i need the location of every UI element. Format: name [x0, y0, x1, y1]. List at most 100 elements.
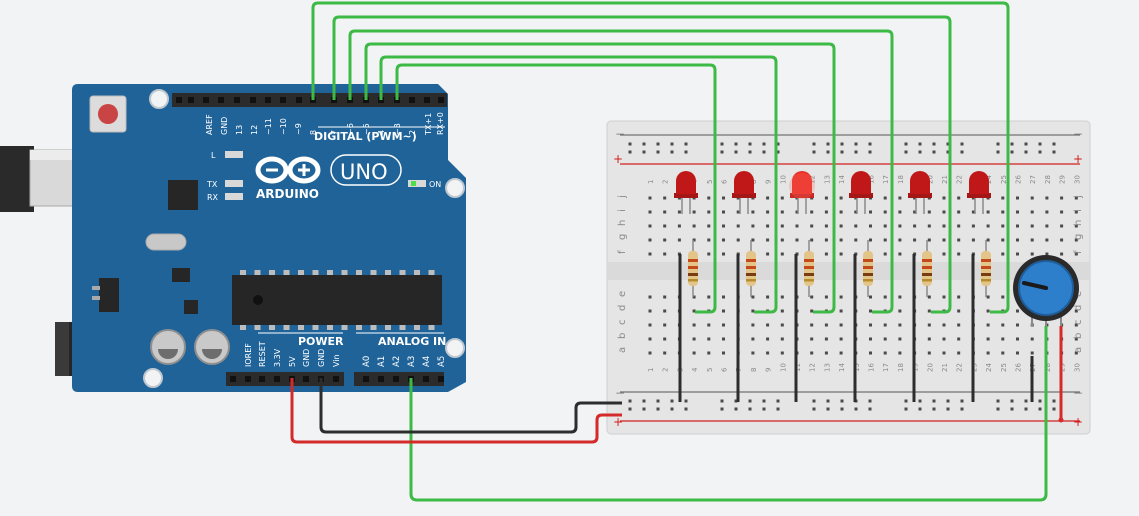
rail-hole[interactable] [642, 407, 646, 411]
breadboard-hole[interactable] [780, 196, 784, 200]
rail-hole[interactable] [748, 150, 752, 154]
breadboard-hole[interactable] [986, 351, 990, 355]
breadboard-hole[interactable] [722, 224, 725, 228]
breadboard-hole[interactable] [1030, 252, 1034, 256]
breadboard-hole[interactable] [692, 351, 696, 355]
breadboard-hole[interactable] [957, 323, 961, 327]
breadboard-hole[interactable] [1060, 224, 1064, 228]
breadboard-hole[interactable] [869, 323, 872, 327]
rail-hole[interactable] [762, 399, 766, 403]
rail-hole[interactable] [720, 407, 724, 411]
breadboard-hole[interactable] [707, 351, 711, 355]
breadboard-hole[interactable] [810, 210, 814, 214]
breadboard-hole[interactable] [810, 309, 814, 313]
breadboard-hole[interactable] [648, 337, 652, 341]
breadboard-hole[interactable] [1016, 351, 1019, 355]
rail-hole[interactable] [840, 399, 844, 403]
header-pin[interactable] [245, 376, 251, 382]
breadboard-hole[interactable] [869, 224, 872, 228]
breadboard-hole[interactable] [648, 323, 652, 327]
led-4[interactable] [849, 171, 873, 214]
breadboard-hole[interactable] [839, 323, 843, 327]
rail-hole[interactable] [656, 399, 660, 403]
rail-hole[interactable] [904, 399, 908, 403]
breadboard-hole[interactable] [780, 351, 784, 355]
breadboard-hole[interactable] [648, 224, 652, 228]
breadboard-hole[interactable] [942, 337, 946, 341]
rail-hole[interactable] [918, 407, 922, 411]
rail-hole[interactable] [826, 150, 830, 154]
breadboard-hole[interactable] [869, 238, 872, 242]
breadboard-hole[interactable] [722, 252, 725, 256]
rail-hole[interactable] [840, 407, 844, 411]
breadboard-hole[interactable] [707, 252, 711, 256]
breadboard-hole[interactable] [839, 238, 843, 242]
breadboard-hole[interactable] [751, 351, 755, 355]
breadboard-hole[interactable] [883, 351, 887, 355]
header-pin[interactable] [280, 97, 286, 103]
rail-hole[interactable] [918, 150, 922, 154]
rail-hole[interactable] [670, 142, 674, 146]
breadboard-hole[interactable] [942, 196, 946, 200]
breadboard-hole[interactable] [810, 238, 814, 242]
breadboard-hole[interactable] [898, 252, 902, 256]
rail-hole[interactable] [734, 407, 738, 411]
breadboard-hole[interactable] [927, 295, 931, 299]
breadboard-hole[interactable] [648, 238, 652, 242]
breadboard-hole[interactable] [854, 224, 858, 228]
breadboard-hole[interactable] [780, 337, 784, 341]
breadboard-hole[interactable] [824, 351, 828, 355]
breadboard-hole[interactable] [986, 323, 990, 327]
breadboard-hole[interactable] [751, 295, 755, 299]
breadboard-hole[interactable] [942, 351, 946, 355]
breadboard-hole[interactable] [707, 210, 711, 214]
rail-hole[interactable] [1038, 399, 1042, 403]
resistor-1[interactable] [688, 240, 698, 297]
breadboard-hole[interactable] [927, 309, 931, 313]
rail-hole[interactable] [642, 399, 646, 403]
header-pin[interactable] [218, 97, 224, 103]
rail-hole[interactable] [684, 150, 688, 154]
breadboard-hole[interactable] [780, 295, 784, 299]
breadboard-hole[interactable] [707, 323, 711, 327]
rail-hole[interactable] [628, 142, 632, 146]
led-1[interactable] [674, 171, 698, 214]
rail-hole[interactable] [996, 150, 1000, 154]
breadboard-hole[interactable] [1074, 337, 1078, 341]
breadboard-hole[interactable] [1016, 224, 1019, 228]
breadboard-hole[interactable] [692, 337, 696, 341]
breadboard-hole[interactable] [722, 323, 725, 327]
rail-hole[interactable] [642, 142, 646, 146]
breadboard-hole[interactable] [751, 309, 755, 313]
breadboard-hole[interactable] [898, 323, 902, 327]
header-pin[interactable] [274, 376, 280, 382]
rail-hole[interactable] [918, 142, 922, 146]
breadboard-hole[interactable] [1060, 238, 1064, 242]
rail-hole[interactable] [904, 142, 908, 146]
breadboard-hole[interactable] [957, 238, 961, 242]
breadboard-hole[interactable] [1001, 252, 1005, 256]
breadboard-hole[interactable] [648, 210, 652, 214]
breadboard-hole[interactable] [1045, 252, 1049, 256]
header-pin[interactable] [423, 376, 429, 382]
rail-hole[interactable] [1024, 150, 1028, 154]
rail-hole[interactable] [812, 407, 816, 411]
breadboard-hole[interactable] [663, 196, 667, 200]
breadboard-hole[interactable] [883, 295, 887, 299]
breadboard-hole[interactable] [766, 351, 770, 355]
header-pin[interactable] [378, 376, 384, 382]
rail-hole[interactable] [932, 150, 936, 154]
breadboard-hole[interactable] [1016, 323, 1019, 327]
rail-hole[interactable] [776, 399, 780, 403]
breadboard-hole[interactable] [648, 309, 652, 313]
rail-hole[interactable] [1038, 150, 1042, 154]
breadboard-hole[interactable] [957, 252, 961, 256]
led-2[interactable] [732, 171, 756, 214]
rail-hole[interactable] [656, 150, 660, 154]
rail-hole[interactable] [720, 142, 724, 146]
rail-hole[interactable] [868, 150, 872, 154]
rail-hole[interactable] [776, 142, 780, 146]
breadboard-hole[interactable] [824, 252, 828, 256]
rail-hole[interactable] [734, 142, 738, 146]
rail-hole[interactable] [670, 407, 674, 411]
